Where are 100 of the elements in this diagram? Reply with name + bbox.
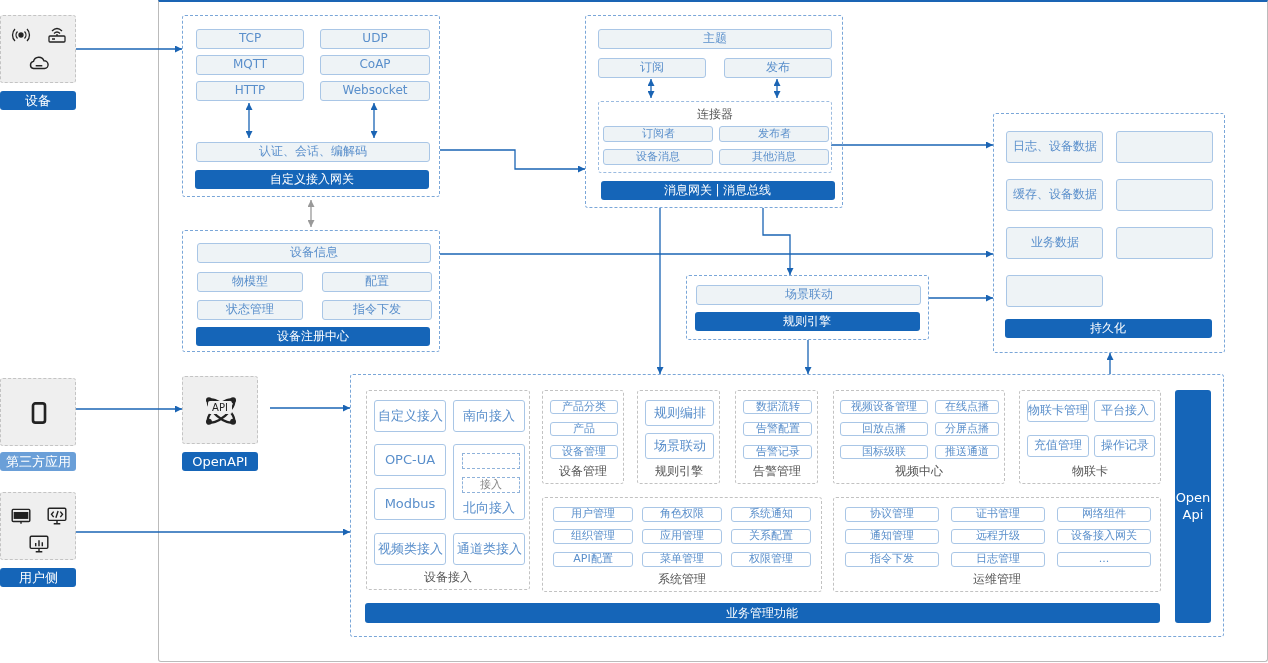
double-arrow — [370, 102, 378, 139]
feature-tag: Websocket — [320, 81, 430, 101]
feature-tag: 场景联动 — [645, 433, 714, 459]
feature-tag: 充值管理 — [1027, 435, 1089, 457]
feature-tag: 数据流转 — [743, 400, 812, 414]
feature-tag: TCP — [196, 29, 304, 49]
feature-tag: 设备接入网关 — [1057, 529, 1151, 544]
dashed-container — [182, 230, 440, 352]
dashed-container — [585, 15, 843, 208]
double-arrow — [245, 102, 253, 139]
dashed-container — [350, 374, 1224, 637]
arrow — [804, 339, 812, 375]
dashed-container — [686, 275, 929, 340]
group-heading: 视频中心 — [894, 463, 944, 480]
blank-box — [1116, 131, 1213, 163]
feature-tag: UDP — [320, 29, 430, 49]
dashed-container — [182, 15, 440, 197]
icon-text: API — [208, 401, 232, 414]
feature-tag: API配置 — [553, 552, 633, 567]
feature-tag: 发布者 — [719, 126, 829, 142]
feature-tag: 回放点播 — [840, 422, 928, 436]
group-heading: 规则引擎 — [653, 463, 704, 480]
feature-tag: 业务数据 — [1006, 227, 1103, 259]
feature-tag: 发布 — [724, 58, 832, 78]
feature-tag: 认证、会话、编解码 — [196, 142, 430, 162]
double-arrow — [647, 78, 655, 99]
title-bar: 消息网关 | 消息总线 — [600, 180, 835, 200]
arrow — [75, 405, 183, 413]
arrow — [656, 207, 664, 375]
arrow — [1106, 352, 1114, 375]
feature-tag: 规则编排 — [645, 400, 714, 426]
feature-tag: 分屏点播 — [935, 422, 999, 436]
group-heading: 连接器 — [696, 106, 734, 123]
feature-tag: 指令下发 — [845, 552, 939, 567]
feature-tag: 状态管理 — [197, 300, 303, 320]
dashed-container — [542, 497, 822, 592]
group-heading: 运维管理 — [972, 571, 1022, 588]
feature-tag: 订阅者 — [603, 126, 713, 142]
feature-tag: 网络组件 — [1057, 507, 1151, 522]
title-bar: 业务管理功能 — [364, 602, 1160, 623]
dashed-container — [542, 390, 624, 484]
feature-tag: 权限管理 — [731, 552, 811, 567]
dashed-container — [637, 390, 720, 484]
feature-tag: 日志管理 — [951, 552, 1045, 567]
feature-tag: 自定义接入 — [374, 400, 446, 432]
feature-tag: ... — [1057, 552, 1151, 567]
feature-tag: 接入 — [462, 477, 520, 493]
feature-tag: 产品分类 — [550, 400, 618, 414]
arrow — [830, 141, 994, 149]
feature-tag: 指令下发 — [322, 300, 432, 320]
feature-tag: 国标级联 — [840, 445, 928, 459]
feature-tag: 通知管理 — [845, 529, 939, 544]
feature-tag: 在线点播 — [935, 400, 999, 414]
feature-tag: 视频设备管理 — [840, 400, 928, 414]
group-heading: 设备接入 — [423, 569, 473, 586]
feature-tag: 配置 — [322, 272, 432, 292]
feature-tag: 组织管理 — [553, 529, 633, 544]
arrow — [439, 250, 994, 258]
feature-tag: 菜单管理 — [642, 552, 722, 567]
feature-tag: 物联卡管理 — [1027, 400, 1089, 422]
blank-box — [1006, 275, 1103, 307]
feature-tag: CoAP — [320, 55, 430, 75]
group-heading: 告警管理 — [751, 463, 802, 480]
feature-tag: 视频类接入 — [374, 533, 446, 565]
feature-tag: 告警记录 — [743, 445, 812, 459]
feature-tag: MQTT — [196, 55, 304, 75]
feature-tag: 南向接入 — [453, 400, 525, 432]
feature-tag: 推送通道 — [935, 445, 999, 459]
feature-tag: 证书管理 — [951, 507, 1045, 522]
arrow — [269, 404, 351, 412]
feature-tag: 主题 — [598, 29, 832, 49]
feature-tag: 系统通知 — [731, 507, 811, 522]
feature-tag: 操作记录 — [1094, 435, 1155, 457]
title-bar: 持久化 — [1004, 318, 1212, 338]
dashed-container — [598, 101, 832, 173]
dashed-container — [833, 390, 1005, 484]
side-bar: Open Api — [1175, 390, 1211, 623]
feature-tag: 关系配置 — [731, 529, 811, 544]
feature-tag: 角色权限 — [642, 507, 722, 522]
feature-tag: 协议管理 — [845, 507, 939, 522]
feature-tag: OPC-UA — [374, 444, 446, 476]
node-label: OpenAPI — [182, 452, 258, 471]
feature-tag: 产品 — [550, 422, 618, 436]
double-arrow — [773, 78, 781, 99]
feature-tag: 通道类接入 — [453, 533, 525, 565]
title-bar: 规则引擎 — [694, 311, 920, 331]
feature-tag: 设备消息 — [603, 149, 713, 165]
feature-tag: 订阅 — [598, 58, 706, 78]
arrow — [75, 528, 351, 536]
node-label: 第三方应用 — [0, 452, 76, 471]
title-bar: 自定义接入网关 — [194, 169, 429, 189]
feature-tag: 日志、设备数据 — [1006, 131, 1103, 163]
arrow — [439, 149, 586, 173]
dashed-container — [833, 497, 1161, 592]
dashed-container — [735, 390, 818, 484]
group-heading: 系统管理 — [657, 571, 707, 588]
blank-box — [1116, 179, 1213, 211]
feature-tag: 设备信息 — [197, 243, 431, 263]
arrow — [928, 294, 994, 302]
group-heading: 北向接入 — [462, 499, 516, 517]
